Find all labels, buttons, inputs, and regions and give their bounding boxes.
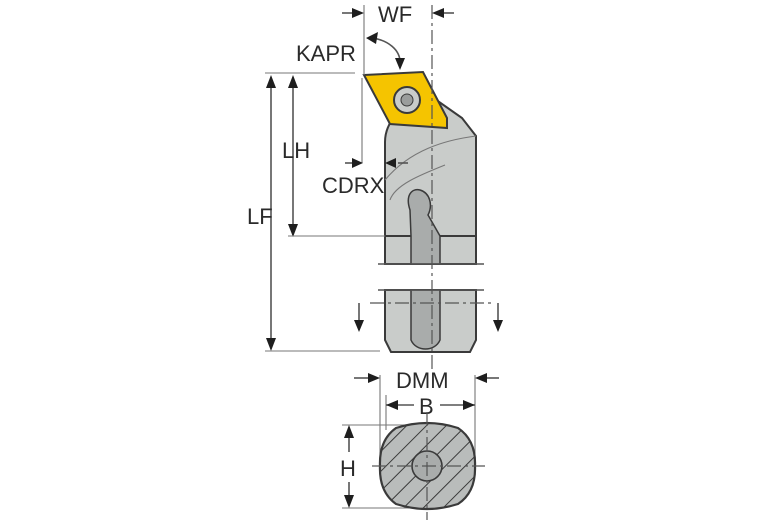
h-arrow-bottom-icon bbox=[344, 495, 354, 508]
wf-arrow-left-icon bbox=[352, 8, 364, 18]
lf-arrow-top-icon bbox=[266, 75, 276, 88]
section-arrow-left-icon bbox=[354, 320, 364, 332]
insert-screw-inner bbox=[400, 93, 414, 107]
h-arrow-top-icon bbox=[344, 425, 354, 438]
b-arrow-right-icon bbox=[463, 400, 475, 410]
coolant-channel-upper bbox=[407, 188, 441, 265]
section-arrow-right-icon bbox=[493, 320, 503, 332]
label-lh: LH bbox=[282, 138, 310, 163]
cdrx-arrow-left-icon bbox=[352, 158, 363, 168]
dmm-arrow-right-icon bbox=[475, 373, 487, 383]
kapr-arrow-start-icon bbox=[366, 32, 378, 44]
helix-line-2 bbox=[389, 164, 446, 201]
label-cdrx: CDRX bbox=[322, 173, 385, 198]
label-wf: WF bbox=[378, 2, 412, 27]
b-arrow-left-icon bbox=[386, 400, 398, 410]
lf-arrow-bottom-icon bbox=[266, 338, 276, 351]
helix-line bbox=[384, 135, 477, 181]
cdrx-arrow-right-icon bbox=[385, 158, 396, 168]
label-dmm: DMM bbox=[396, 368, 449, 393]
label-b: B bbox=[419, 394, 434, 419]
label-h: H bbox=[340, 456, 356, 481]
side-view bbox=[354, 5, 503, 370]
label-kapr: KAPR bbox=[296, 41, 356, 66]
dmm-arrow-left-icon bbox=[368, 373, 380, 383]
coolant-channel-lower bbox=[410, 289, 441, 350]
lh-arrow-top-icon bbox=[288, 75, 298, 88]
cross-section: DMM B H bbox=[340, 368, 499, 520]
lh-arrow-bottom-icon bbox=[288, 224, 298, 237]
label-lf: LF bbox=[247, 204, 273, 229]
kapr-arrow-end-icon bbox=[395, 58, 405, 70]
wf-arrow-right-icon bbox=[432, 8, 444, 18]
dimensions-side: WF KAPR LF LH CDRX bbox=[247, 2, 454, 352]
